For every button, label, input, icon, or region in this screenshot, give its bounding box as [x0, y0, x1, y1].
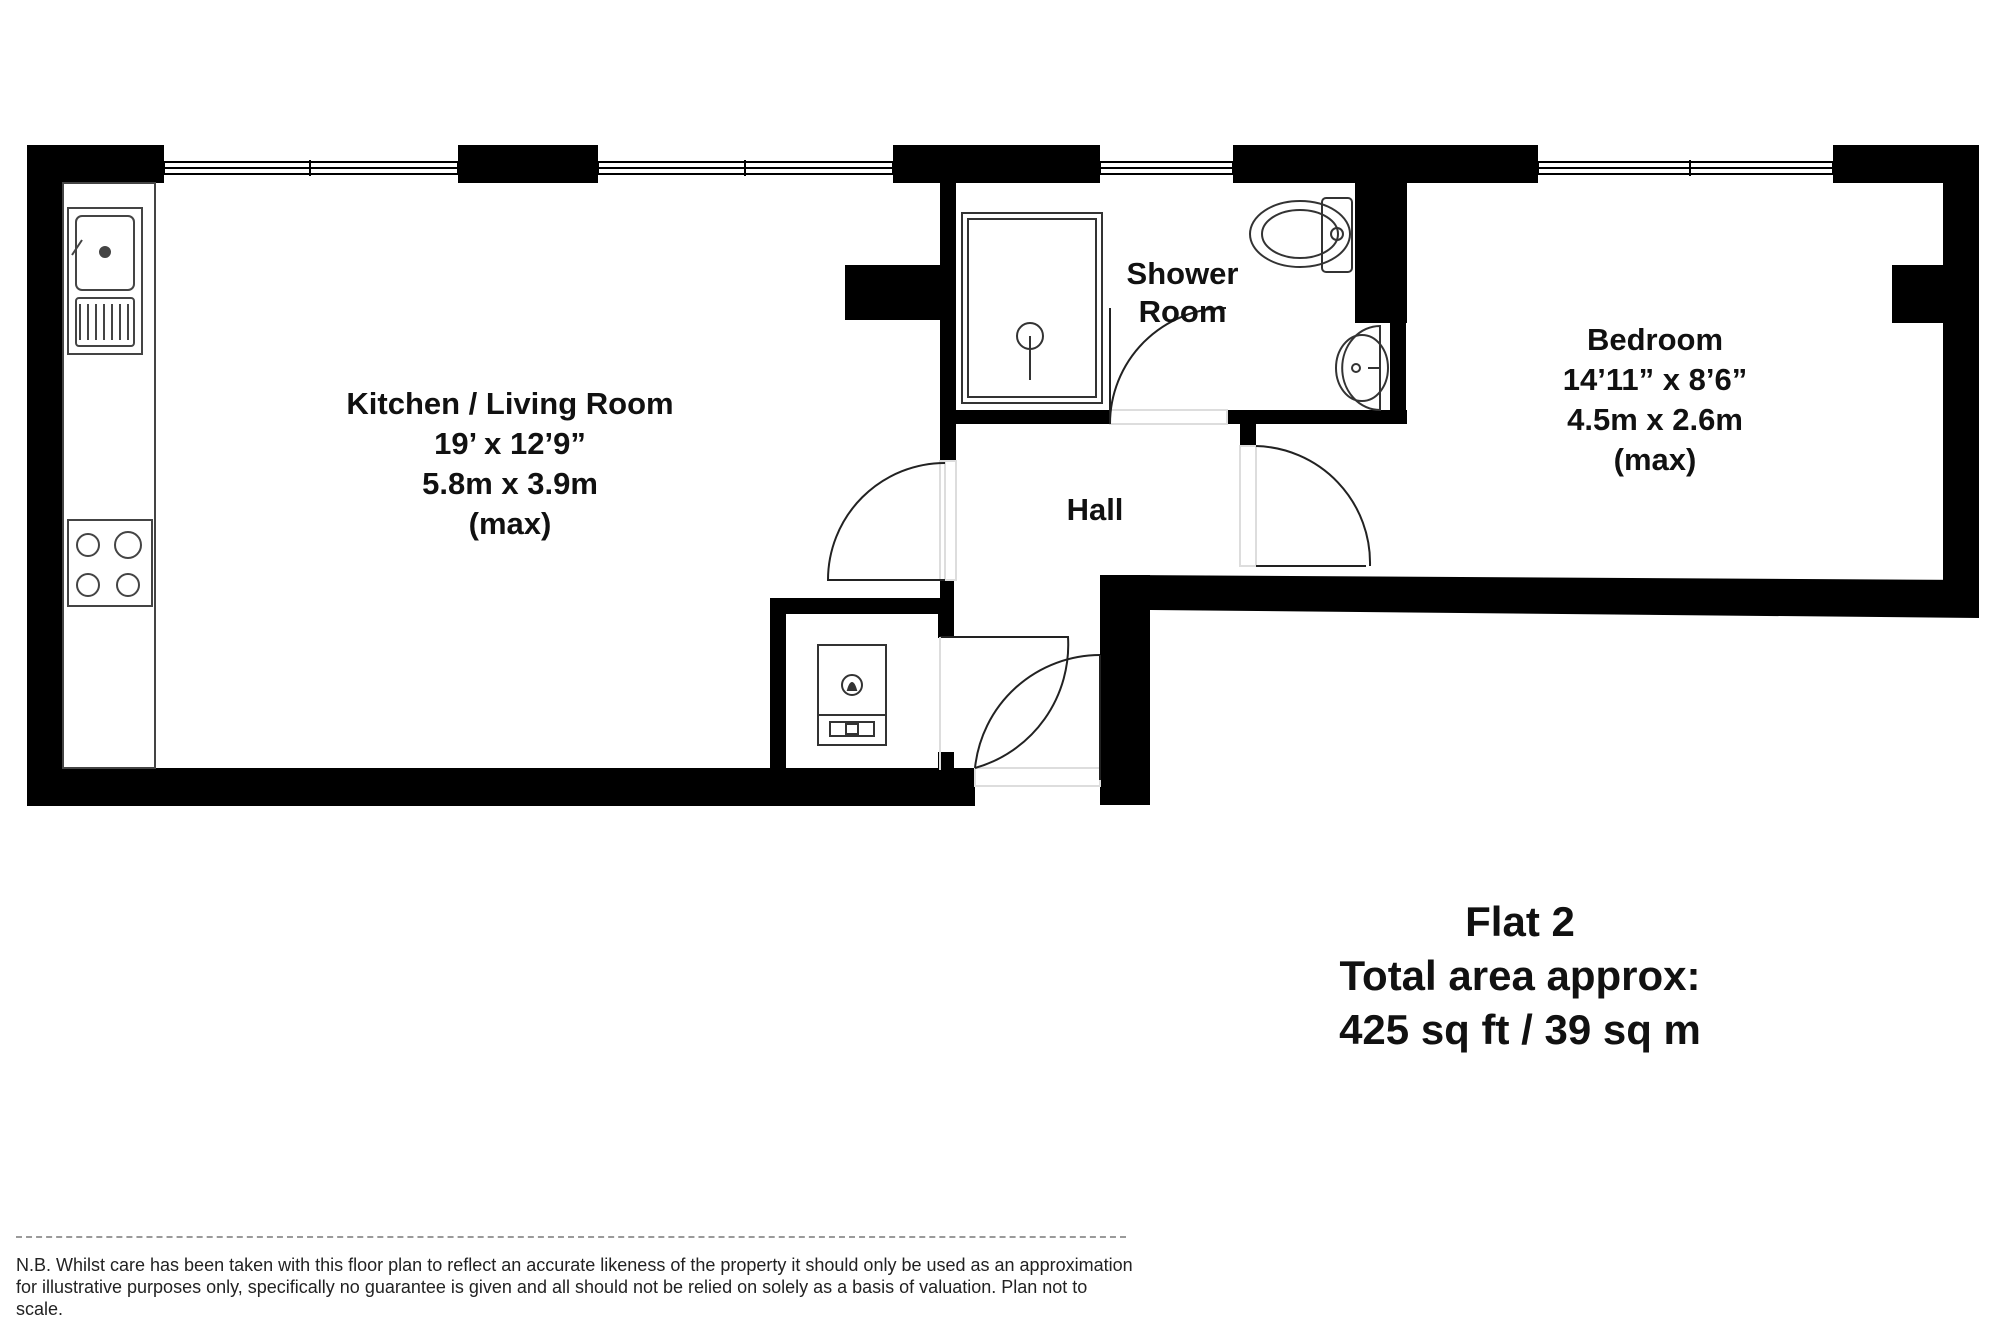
shower-line2: Room [1138, 294, 1227, 329]
toilet-icon [1249, 197, 1353, 273]
disclaimer-text: N.B. Whilst care has been taken with thi… [16, 1255, 1133, 1319]
shower-line1: Shower [1126, 256, 1239, 291]
bedroom-name: Bedroom [1586, 322, 1724, 357]
bedroom-imperial: 14’11” x 8’6” [1562, 362, 1748, 397]
shower-room-label: Shower Room [1110, 255, 1255, 331]
bedroom-label: Bedroom 14’11” x 8’6” 4.5m x 2.6m (max) [1490, 320, 1820, 480]
sink-icon [67, 207, 143, 355]
walls [27, 145, 1979, 806]
kitchen-name: Kitchen / Living Room [346, 386, 674, 421]
kitchen-living-room-label: Kitchen / Living Room 19’ x 12’9” 5.8m x… [300, 384, 720, 544]
doors [826, 307, 1372, 787]
area-summary: Flat 2 Total area approx: 425 sq ft / 39… [1250, 895, 1790, 1057]
hall-name: Hall [1066, 492, 1124, 527]
hall-label: Hall [1040, 490, 1150, 530]
hob-icon [67, 519, 153, 607]
kitchen-metric: 5.8m x 3.9m [422, 466, 598, 501]
kitchen-worktop [62, 182, 156, 769]
windows [163, 160, 1834, 176]
bedroom-metric: 4.5m x 2.6m [1567, 402, 1743, 437]
kitchen-imperial: 19’ x 12’9” [434, 426, 586, 461]
shower-tray-icon [961, 212, 1103, 404]
total-area-value: 425 sq ft / 39 sq m [1339, 1006, 1701, 1053]
total-area-label: Total area approx: [1339, 952, 1701, 999]
kitchen-note: (max) [468, 506, 552, 541]
boiler-icon [817, 644, 887, 746]
washbasin-icon [1335, 324, 1389, 412]
disclaimer-divider [16, 1236, 1126, 1238]
bedroom-note: (max) [1613, 442, 1697, 477]
flat-title: Flat 2 [1465, 898, 1575, 945]
